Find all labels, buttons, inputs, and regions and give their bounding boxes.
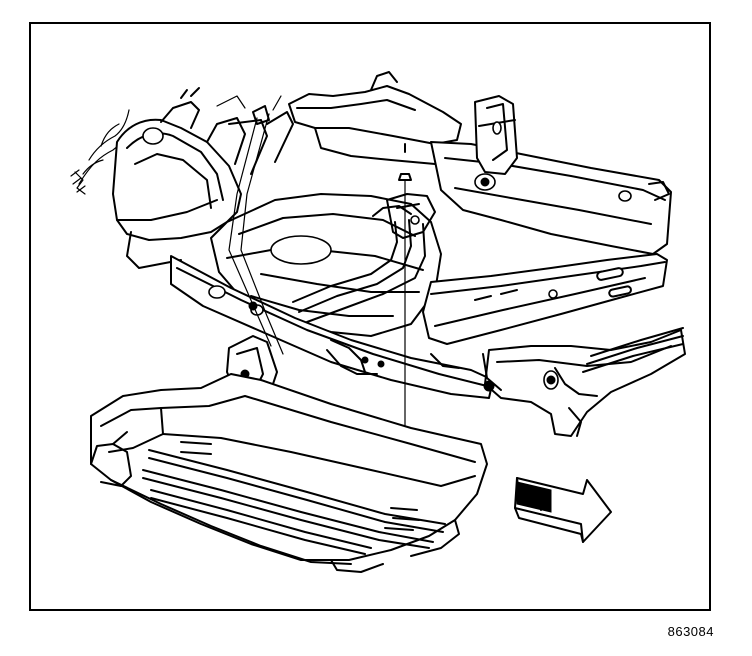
forward-direction-arrow-icon [514,477,612,543]
upper-brackets [206,95,294,175]
figure-number: 863084 [667,624,714,639]
left-frame-corner [112,87,242,269]
floor-hardware [330,339,460,373]
slotted-cross-rail [422,253,668,345]
step-tread-grooves [142,441,446,555]
illustration-frame [29,22,711,611]
rail-stripes [582,327,684,373]
nut-icon [398,173,412,181]
vehicle-underbody [70,71,686,437]
bolt-icon [252,105,270,125]
step-body [90,373,488,561]
upright-bracket [474,95,518,175]
right-lower-rail [482,329,686,437]
upper-crossmember [288,71,462,165]
center-bracket [386,193,436,239]
floor-pan [210,193,442,337]
assist-step [90,335,488,573]
leader-line-left [228,117,272,347]
underbody-exploded-diagram [70,71,686,573]
leader-line-left-2 [240,113,284,355]
right-frame-rail [430,141,672,255]
fastener-callouts [228,105,412,429]
